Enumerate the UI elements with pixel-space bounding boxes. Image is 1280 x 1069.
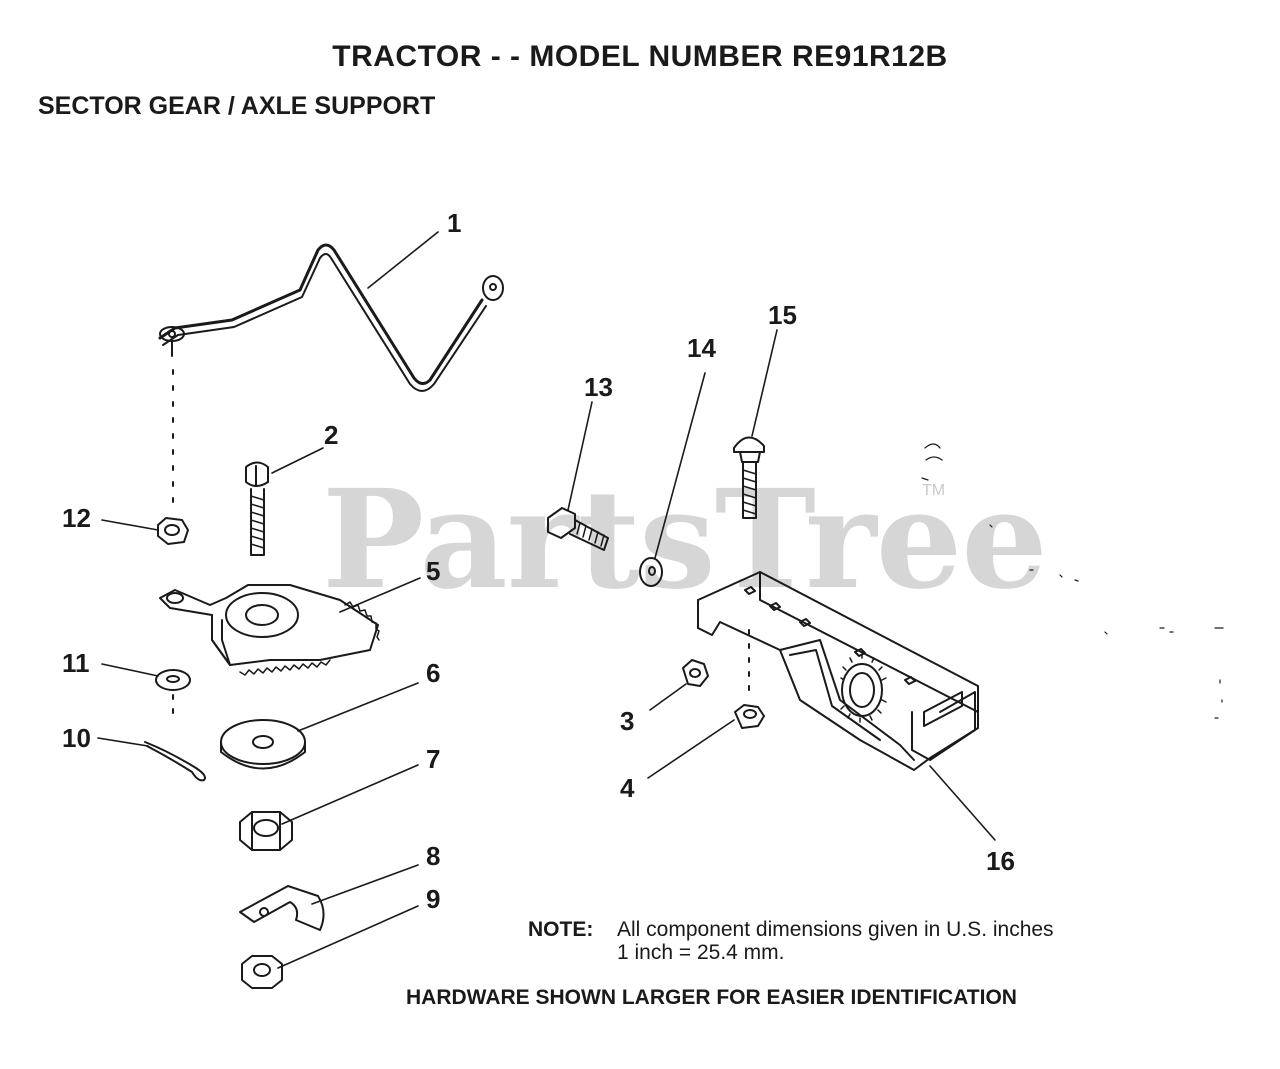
callout-7: 7 <box>426 744 441 774</box>
note-dimensions: All component dimensions given in U.S. i… <box>617 918 1054 941</box>
part-13-bolt <box>547 507 609 551</box>
part-10-cotter-pin <box>144 741 206 782</box>
part-1-drag-link <box>158 243 504 392</box>
callout-2: 2 <box>324 420 339 450</box>
callout-12: 12 <box>62 503 91 533</box>
part-4-nut <box>734 704 765 729</box>
part-3-nut <box>682 659 709 687</box>
callout-4: 4 <box>620 773 635 803</box>
callout-8: 8 <box>426 841 441 871</box>
hardware-caption: HARDWARE SHOWN LARGER FOR EASIER IDENTIF… <box>406 986 1017 1009</box>
part-14-washer <box>639 557 663 587</box>
callout-6: 6 <box>426 658 441 688</box>
part-8-clip <box>239 885 325 931</box>
note-conversion: 1 inch = 25.4 mm. <box>617 941 785 964</box>
stray-marks <box>921 443 1224 719</box>
part-15-carriage-bolt <box>733 436 765 519</box>
callout-1: 1 <box>447 208 462 238</box>
watermark-trademark: TM <box>922 482 946 499</box>
callout-14: 14 <box>687 333 716 363</box>
page-title: TRACTOR - - MODEL NUMBER RE91R12B <box>332 40 948 73</box>
part-9-nut <box>241 955 283 989</box>
callout-10: 10 <box>62 723 91 753</box>
callout-16: 16 <box>986 846 1015 876</box>
leader-lines <box>97 231 996 969</box>
callout-15: 15 <box>768 300 797 330</box>
part-11-washer <box>155 669 191 691</box>
watermark-text: PartsTree <box>322 460 1048 620</box>
callout-11: 11 <box>62 648 90 678</box>
part-7-hex-nut <box>239 811 293 851</box>
part-6-bushing <box>220 719 306 770</box>
part-12-nut <box>157 517 189 545</box>
callout-9: 9 <box>426 884 441 914</box>
section-title: SECTOR GEAR / AXLE SUPPORT <box>38 92 436 120</box>
callout-3: 3 <box>620 706 635 736</box>
callout-13: 13 <box>584 372 613 402</box>
note-label: NOTE: <box>528 918 594 941</box>
part-2-bolt <box>245 461 269 556</box>
part-5-sector-gear <box>159 584 380 676</box>
part-16-axle-support <box>697 571 979 771</box>
callout-5: 5 <box>426 556 441 586</box>
